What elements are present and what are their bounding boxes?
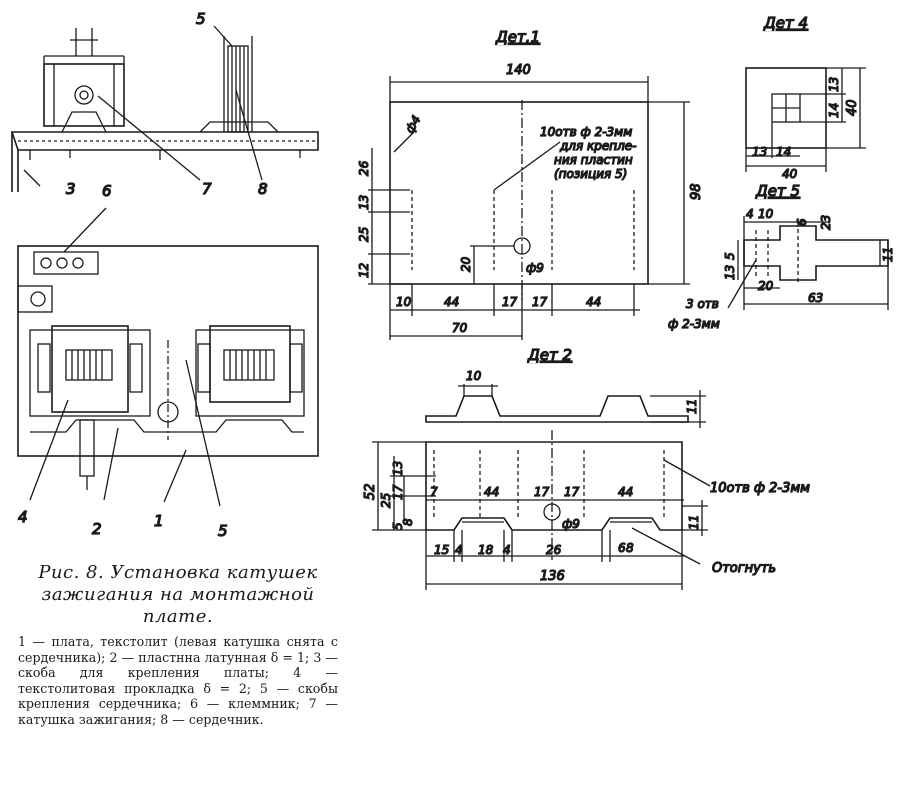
det1-dim-44b: 44 <box>586 295 601 309</box>
det2-dim-44b: 44 <box>618 485 633 499</box>
det2-dim-8: 8 <box>626 541 634 555</box>
caption-title: Рис. 8. Установка катушек зажигания на м… <box>38 562 318 627</box>
det4-dim-40v: 40 <box>845 99 860 116</box>
side-view <box>10 25 319 192</box>
callout-1: 1 <box>154 512 164 530</box>
det1-phi4: ф4 <box>402 113 423 136</box>
det4-dim-13b: 13 <box>752 145 767 159</box>
figure-caption: Рис. 8. Установка катушек зажигания на м… <box>18 562 338 727</box>
det2-dim-4b: 4 <box>503 543 511 557</box>
det5-dim-11: 11 <box>881 247 895 262</box>
det1-note-2: для крепле- <box>559 139 636 153</box>
det2-dim-52: 52 <box>363 483 378 500</box>
det1-dim-44a: 44 <box>444 295 459 309</box>
det5-title: Дет 5 <box>755 182 800 200</box>
callout-8: 8 <box>258 180 268 198</box>
det2-note-bend: Отогнуть <box>712 561 776 576</box>
det1-drawing <box>368 76 690 340</box>
det2-dim-25: 25 <box>379 493 393 508</box>
det1-dim-140: 140 <box>506 63 531 78</box>
det5-holes-1: 3 отв <box>686 297 719 311</box>
det5-holes-2: ф 2-3мм <box>668 317 720 331</box>
det1-dim-98: 98 <box>689 183 704 200</box>
det1-dim-17b: 17 <box>532 295 548 309</box>
det4-dim-14b: 14 <box>776 145 791 159</box>
det5-dim-13: 13 <box>723 265 737 280</box>
det2-dim-7: 7 <box>430 485 438 499</box>
det5-dim-4: 4 <box>746 207 754 221</box>
det1-dim-10: 10 <box>396 295 412 309</box>
det4-dim-14: 14 <box>827 103 841 118</box>
det2-dim-17a: 17 <box>534 485 550 499</box>
det1-dim-17a: 17 <box>502 295 518 309</box>
det2-dim-8: 8 <box>401 518 415 526</box>
callout-3: 3 <box>66 180 76 198</box>
det4-dim-40: 40 <box>782 167 798 181</box>
det2-dim-5: 5 <box>391 522 405 530</box>
det2-title: Дет 2 <box>527 346 572 364</box>
det1-dim-26: 26 <box>357 160 371 176</box>
det5-dim-20: 20 <box>758 279 774 293</box>
plan-view <box>17 207 319 507</box>
callout-5-top: 5 <box>196 10 206 28</box>
det1-dim-25: 25 <box>357 227 371 242</box>
det5-dim-63: 63 <box>808 291 823 305</box>
det4-title: Дет 4 <box>763 14 808 32</box>
det2-dim-10: 10 <box>466 369 482 383</box>
det5-dim-10: 10 <box>758 207 774 221</box>
det5-dim-6: 6 <box>795 218 809 226</box>
caption-legend: 1 — плата, текстолит (левая катушка снят… <box>18 634 338 727</box>
det2-dim-13: 13 <box>391 461 405 476</box>
callout-6: 6 <box>102 182 112 200</box>
det1-note-4: (позиция 5) <box>554 167 627 181</box>
callout-4: 4 <box>18 508 28 526</box>
det1-dim-13: 13 <box>357 195 371 210</box>
det1-note-1: 10отв ф 2-3мм <box>540 125 632 139</box>
det2-dim-11a: 11 <box>685 399 699 414</box>
det1-dim-70: 70 <box>452 321 468 335</box>
callout-7: 7 <box>202 180 212 198</box>
det4-dim-13: 13 <box>827 77 841 92</box>
det2-drawing <box>372 384 711 590</box>
det1-dim-20: 20 <box>459 256 473 272</box>
det2-dim-15: 15 <box>434 543 449 557</box>
det2-dim-17b: 17 <box>564 485 580 499</box>
det5-dim-23: 23 <box>819 215 833 230</box>
det1-dim-12: 12 <box>357 263 371 278</box>
callout-2: 2 <box>92 520 102 538</box>
det5-drawing <box>727 216 889 310</box>
det2-note-holes: 10отв ф 2-3мм <box>710 481 810 496</box>
det2-dim-44a: 44 <box>484 485 499 499</box>
det2-dim-26: 26 <box>546 543 562 557</box>
det2-dim-17: 17 <box>391 484 405 500</box>
det2-dim-18: 18 <box>478 543 494 557</box>
det2-dim-11b: 11 <box>687 515 701 530</box>
det2-dim-4a: 4 <box>455 543 463 557</box>
det2-dim-136: 136 <box>540 569 565 584</box>
det1-title: Дет.1 <box>495 28 540 46</box>
det1-phi9: ф9 <box>526 261 544 275</box>
det2-phi9: ф9 <box>562 517 580 531</box>
det4-drawing <box>745 67 866 172</box>
det1-note-3: ния пластин <box>554 153 633 167</box>
callout-5: 5 <box>218 522 228 540</box>
det2-dim-6: 6 <box>618 541 626 555</box>
det5-dim-5: 5 <box>723 252 737 260</box>
